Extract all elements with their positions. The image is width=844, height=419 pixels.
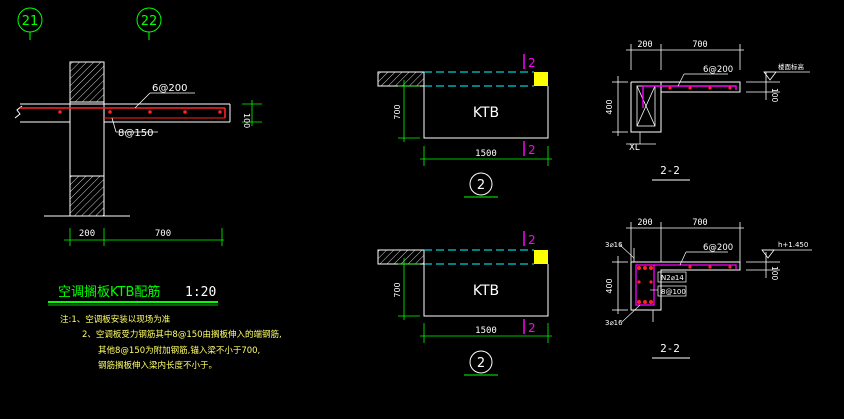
yellow-block	[534, 250, 548, 264]
thickness-dim: 100	[770, 266, 779, 281]
dim-b: 700	[692, 218, 707, 228]
wall-slab-detail: 6@200 8@150 100 200 700	[14, 61, 262, 246]
ktb-label: KTB	[473, 105, 499, 121]
link-label: 8@100	[661, 288, 686, 296]
note-2: 2、空调板受力钢筋其中8@150由搁板伸入的端钢筋,	[82, 329, 282, 340]
note-3: 其他8@150为附加钢筋,锚入梁不小于700,	[98, 345, 260, 356]
depth-dim: 700	[393, 282, 402, 297]
wall-hatch-bottom	[69, 175, 105, 217]
stirrup-label: N2⌀14	[661, 274, 684, 282]
plan-bottom: KTB 2 2 700 1500 2	[377, 231, 552, 376]
beam-label: XL	[629, 143, 640, 153]
thickness-dim: 100	[770, 88, 779, 103]
axis-22-label: 22	[141, 14, 158, 29]
note-1: 注:1、空调板安装以现场为准	[60, 314, 171, 325]
axis-21: 21	[17, 7, 43, 40]
section-rebar	[642, 85, 737, 108]
stirrup	[635, 264, 655, 306]
bottom-bar-label: 3⌀16	[605, 319, 623, 327]
height-dim: 400	[605, 99, 614, 114]
elevation-note: 楼面标高	[778, 62, 805, 71]
axis-21-label: 21	[22, 14, 39, 29]
section-mark-lower: 2	[528, 321, 536, 335]
bar-label: 6@200	[703, 65, 733, 75]
detail-circle: 2	[477, 178, 485, 193]
bar-label: 6@200	[703, 243, 733, 253]
dim-b: 700	[692, 40, 707, 50]
dim-a: 200	[637, 218, 652, 228]
section-mark-lower: 2	[528, 143, 536, 157]
notes: 注:1、空调板安装以现场为准 2、空调板受力钢筋其中8@150由搁板伸入的端钢筋…	[60, 314, 282, 371]
dim-a: 200	[637, 40, 652, 50]
axis-22: 22	[136, 7, 162, 40]
detail-circle: 2	[477, 356, 485, 371]
top-bar-label: 6@200	[152, 83, 187, 94]
dim-200: 200	[79, 229, 95, 239]
section-bottom: 200 700 6@200 3⌀16 3⌀16 N2⌀14 8@100	[605, 218, 812, 359]
title-scale: 1:20	[185, 285, 216, 300]
bottom-bar-label: 8@150	[118, 128, 153, 139]
depth-dim: 700	[393, 104, 402, 119]
section-title: 2-2	[660, 164, 680, 177]
dim-700: 700	[155, 229, 171, 239]
section-title: 2-2	[660, 342, 680, 355]
plan-top: KTB 2 2 700 1500 2	[377, 54, 552, 198]
ktb-label: KTB	[473, 283, 499, 299]
drawing-title: 空调搁板KTB配筋 1:20	[48, 284, 218, 306]
title-text: 空调搁板KTB配筋	[58, 284, 160, 300]
wall-hatch-top	[69, 61, 105, 103]
height-dim: 400	[605, 278, 614, 293]
elevation-label: h+1.450	[778, 241, 808, 249]
yellow-block	[534, 72, 548, 86]
section-mark-upper: 2	[528, 233, 536, 247]
width-dim: 1500	[475, 326, 497, 336]
section-top: 200 700 6@200 400 100	[605, 40, 810, 181]
note-4: 钢筋搁板伸入梁内长度不小于。	[98, 360, 217, 371]
width-dim: 1500	[475, 149, 497, 159]
top-bar-label: 3⌀16	[605, 241, 623, 249]
section-mark-upper: 2	[528, 56, 536, 70]
slab-thickness-dim: 100	[242, 113, 251, 128]
